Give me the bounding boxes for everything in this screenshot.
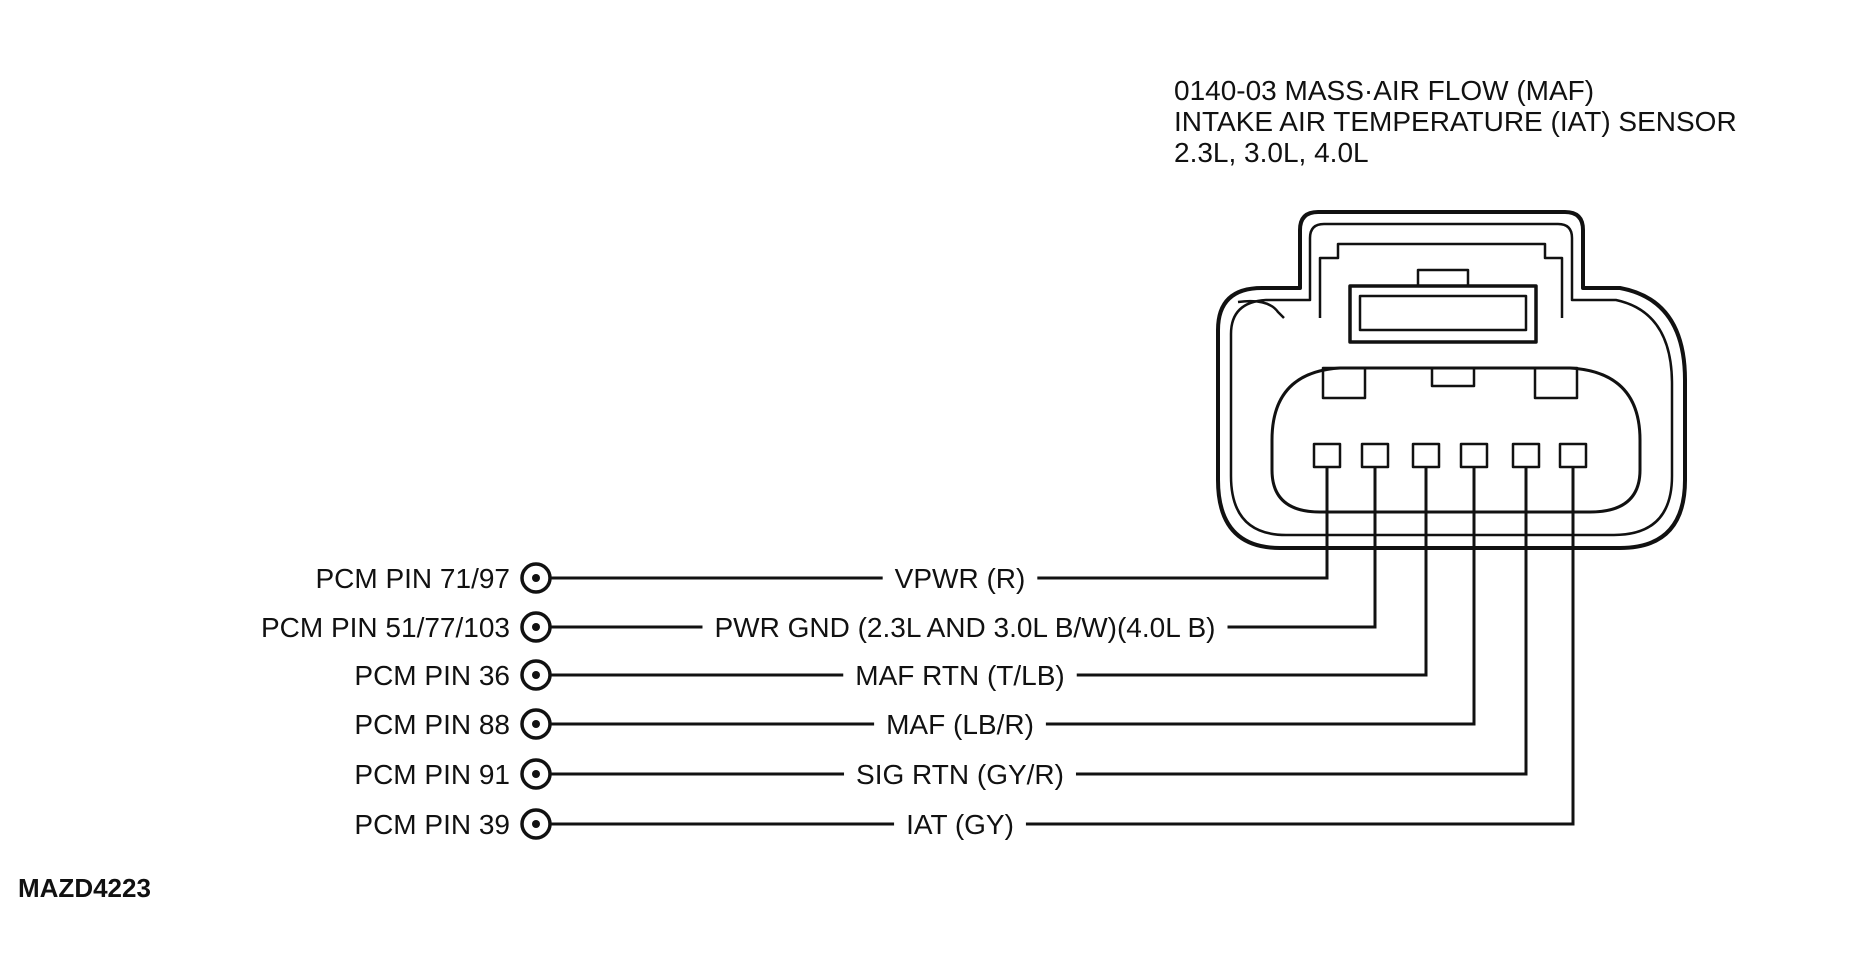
latch-body-inner [1358,294,1528,332]
wire-segment-right [1075,467,1528,776]
terminal-pin [1312,442,1342,469]
key-center [1430,366,1476,388]
connector-housing-outer [1216,210,1687,550]
wire-segment-right [1076,467,1428,677]
circuit-label: IAT (GY) [906,809,1014,840]
wire-segment-right [1045,467,1476,726]
circuit-label: PWR GND (2.3L AND 3.0L B/W)(4.0L B) [714,612,1215,643]
connector-body [1216,210,1687,550]
circuit-label: MAF (LB/R) [886,709,1034,740]
terminal-pin [1360,442,1390,469]
terminal-pin [1558,442,1588,469]
pcm-connection-dot [532,720,540,728]
circuit-label: VPWR (R) [895,563,1026,594]
latch-tab [1416,268,1470,288]
circuit-label: SIG RTN (GY/R) [856,759,1064,790]
key-right [1533,366,1579,400]
circuit-label: MAF RTN (T/LB) [855,660,1064,691]
pcm-connection-dot [532,574,540,582]
title-line-2: INTAKE AIR TEMPERATURE (IAT) SENSOR [1174,106,1737,137]
terminal-pin [1459,442,1489,469]
pcm-connection-dot [532,820,540,828]
pcm-pin-label: PCM PIN 39 [354,809,510,840]
terminal-pins [1312,442,1588,469]
pcm-pin-label: PCM PIN 36 [354,660,510,691]
connector-title: 0140-03 MASS·AIR FLOW (MAF) INTAKE AIR T… [1174,75,1737,168]
pcm-pin-label: PCM PIN 71/97 [315,563,510,594]
wire-segment-right [1227,467,1377,629]
pcm-connection-dot [532,623,540,631]
terminal-pin [1411,442,1441,469]
pcm-pin-label: PCM PIN 88 [354,709,510,740]
figure-code: MAZD4223 [18,873,151,903]
title-line-1: 0140-03 MASS·AIR FLOW (MAF) [1174,75,1594,106]
latch-step-outline [1318,242,1564,318]
wire-segment-right [1025,467,1575,826]
pcm-pin-label: PCM PIN 51/77/103 [261,612,510,643]
terminal-pin [1511,442,1541,469]
terminal-cavity [1270,366,1642,514]
pcm-connection-dot [532,671,540,679]
pcm-connection-dot [532,770,540,778]
wire-runs: PCM PIN 71/97 VPWR (R) PCM PIN 51/77/103 PW… [261,467,1575,840]
housing-notch [1237,299,1285,319]
title-line-3: 2.3L, 3.0L, 4.0L [1174,137,1369,168]
connector-housing-inner [1229,222,1674,537]
key-left [1321,366,1367,400]
pcm-pin-label: PCM PIN 91 [354,759,510,790]
latch-body [1348,284,1538,344]
wire-segment-right [1037,467,1329,580]
